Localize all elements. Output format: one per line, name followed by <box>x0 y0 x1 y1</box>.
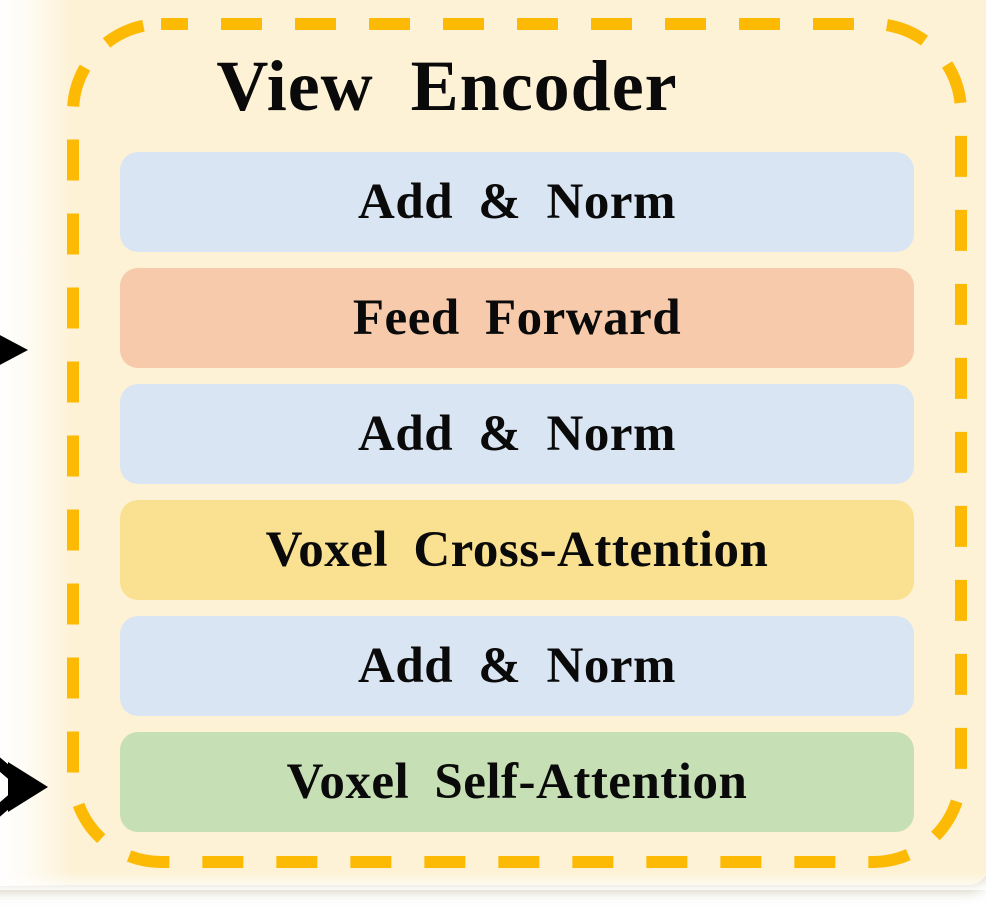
block-add-norm-middle: Add & Norm <box>120 384 914 484</box>
block-voxel-cross-attention: Voxel Cross-Attention <box>120 500 914 600</box>
encoder-title: View Encoder <box>216 46 678 126</box>
block-label: Add & Norm <box>358 638 676 694</box>
block-label: Voxel Cross-Attention <box>265 522 769 578</box>
block-voxel-self-attention: Voxel Self-Attention <box>120 732 914 832</box>
block-label: Add & Norm <box>358 174 676 230</box>
block-feed-forward: Feed Forward <box>120 268 914 368</box>
block-label: Voxel Self-Attention <box>286 754 748 810</box>
block-add-norm-bottom: Add & Norm <box>120 616 914 716</box>
block-add-norm-top: Add & Norm <box>120 152 914 252</box>
block-label: Add & Norm <box>358 406 676 462</box>
block-label: Feed Forward <box>352 290 682 346</box>
